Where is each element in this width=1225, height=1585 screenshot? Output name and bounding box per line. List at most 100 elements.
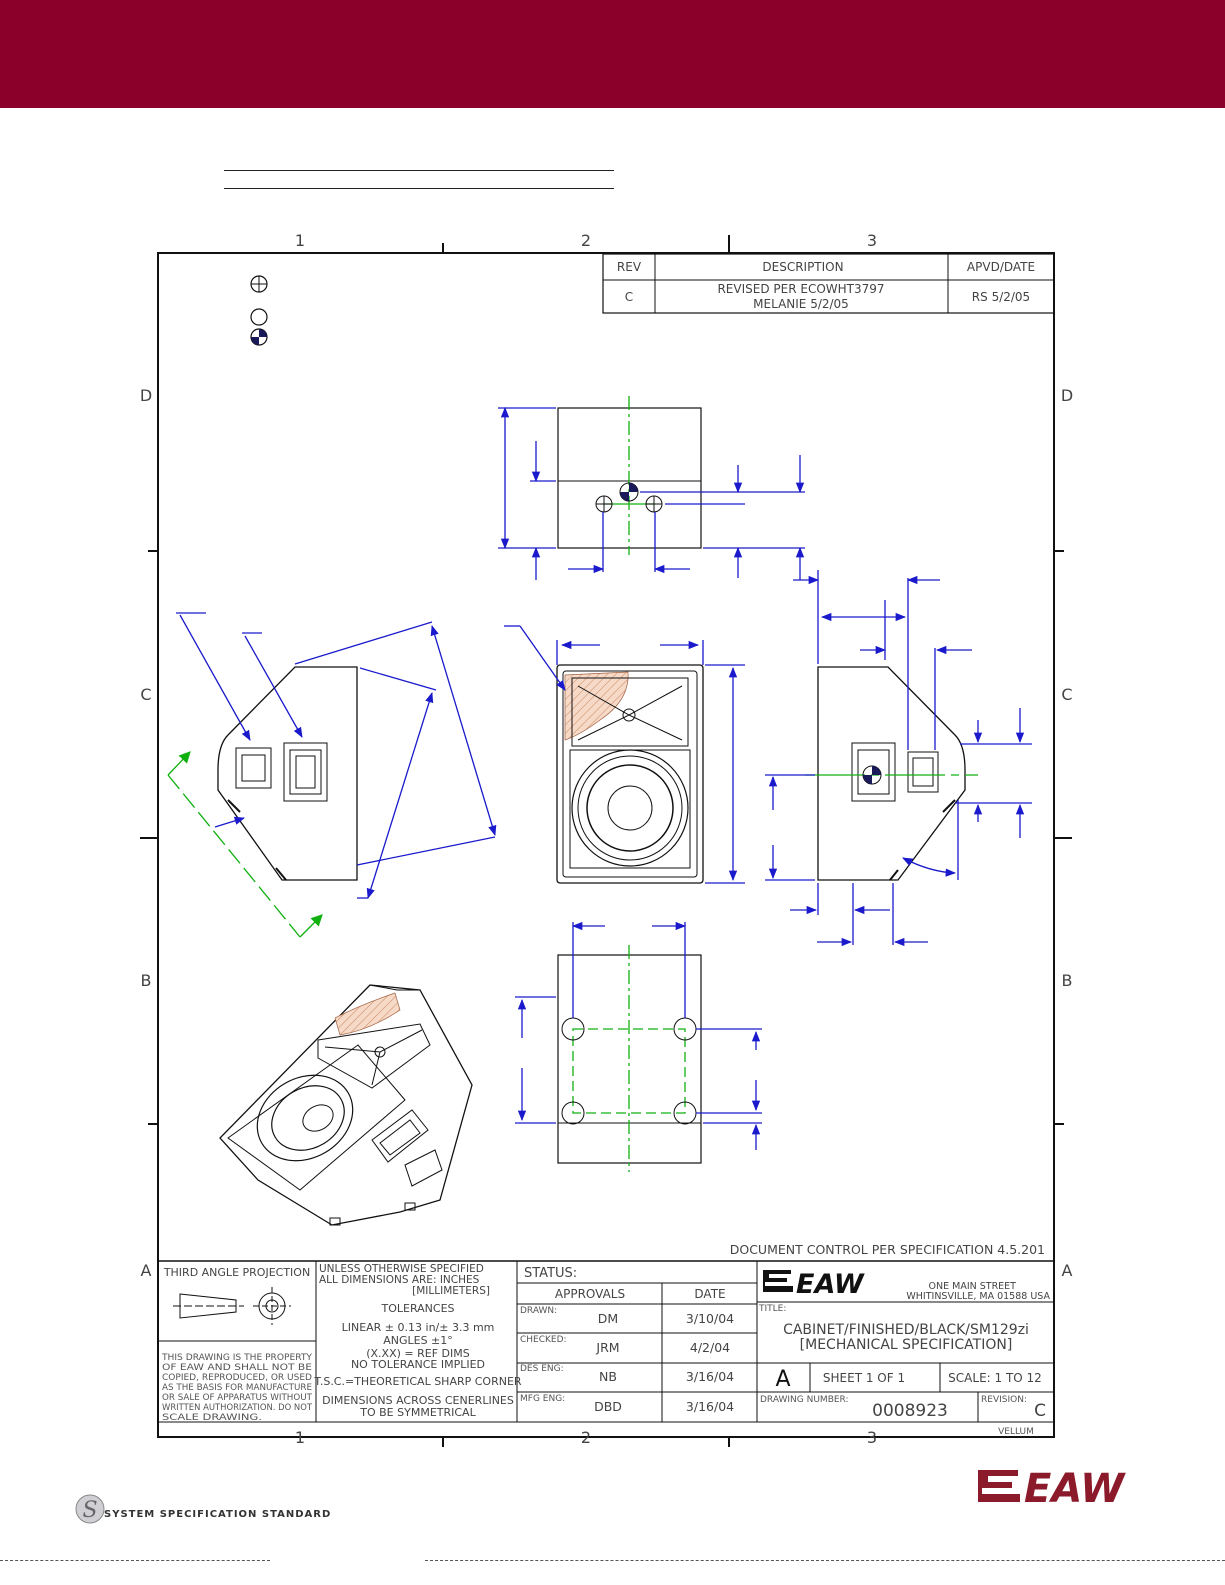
rev-header: REV <box>617 260 642 274</box>
top-view <box>557 396 702 555</box>
front-view <box>556 664 704 884</box>
title-block: THIRD ANGLE PROJECTION THIS DRAWING IS T… <box>158 1260 1054 1437</box>
drawing-number-label: DRAWING NUMBER: <box>760 1395 849 1405</box>
tolerance-none-implied: NO TOLERANCE IMPLIED <box>351 1358 485 1371</box>
document-control-note: DOCUMENT CONTROL PER SPECIFICATION 4.5.2… <box>730 1242 1045 1257</box>
date-header: DATE <box>694 1287 725 1301</box>
revision-value: C <box>1034 1401 1046 1421</box>
des-eng-date: 3/16/04 <box>686 1369 734 1384</box>
zone-ticks <box>140 235 1072 1447</box>
drawing-border <box>157 252 1055 1438</box>
projection-label: THIRD ANGLE PROJECTION <box>163 1266 310 1279</box>
bottom-view-dimensions <box>515 921 762 1150</box>
zone-row-c-right: C <box>1061 685 1072 704</box>
vellum-label: VELLUM <box>998 1427 1034 1437</box>
tolerance-linear: LINEAR ± 0.13 in/± 3.3 mm <box>342 1321 495 1334</box>
property-notice-line1: THIS DRAWING IS THE PROPERTY <box>161 1353 313 1363</box>
des-eng-name: NB <box>599 1369 617 1384</box>
zone-col-3-bottom: 3 <box>867 1428 877 1447</box>
status-label: STATUS: <box>524 1266 577 1281</box>
mfg-eng-name: DBD <box>594 1399 622 1414</box>
left-side-view <box>217 666 358 881</box>
title-label: TITLE: <box>758 1304 786 1314</box>
property-notice-line6: WRITTEN AUTHORIZATION. DO NOT <box>162 1403 312 1413</box>
des-eng-label: DES ENG: <box>520 1364 564 1374</box>
zone-row-c-left: C <box>140 685 151 704</box>
header-banner <box>0 0 1225 108</box>
title-underline-bottom <box>224 188 614 189</box>
zone-col-1-bottom: 1 <box>295 1428 305 1447</box>
center-of-gravity-icon <box>862 765 882 785</box>
units-line2: ALL DIMENSIONS ARE: INCHES <box>319 1274 480 1286</box>
zone-col-3-top: 3 <box>867 231 877 250</box>
zone-row-b-right: B <box>1062 971 1073 990</box>
property-notice-line4: AS THE BASIS FOR MANUFACTURE <box>162 1383 312 1393</box>
tolerance-ref-dims: (X.XX) = REF DIMS <box>366 1347 470 1360</box>
units-line1: UNLESS OTHERWISE SPECIFIED <box>319 1263 484 1275</box>
s3-logo-icon: S <box>75 1494 105 1524</box>
drawn-date: 3/10/04 <box>686 1311 734 1326</box>
mounting-point-icon <box>250 275 268 293</box>
left-side-view-dimensions <box>167 612 497 938</box>
foot-location-icon <box>250 308 268 326</box>
approvals-header: APPROVALS <box>555 1287 625 1301</box>
drawing-number: 0008923 <box>872 1401 948 1421</box>
property-notice-line7: SCALE DRAWING. <box>162 1413 262 1423</box>
symmetry-line1: DIMENSIONS ACROSS CENERLINES <box>322 1394 514 1407</box>
top-view-dimensions <box>498 406 805 580</box>
zone-labels: 1 2 3 1 2 3 D C B A D C B A <box>140 231 1073 1447</box>
property-notice-line2: OF EAW AND SHALL NOT BE <box>162 1363 312 1373</box>
center-of-gravity-icon <box>619 482 639 502</box>
revision-label: REVISION: <box>981 1395 1027 1405</box>
rev-approval: RS 5/2/05 <box>972 290 1030 304</box>
rev-description-line2: MELANIE 5/2/05 <box>753 297 849 311</box>
rev-description-line1: REVISED PER ECOWHT3797 <box>717 282 884 296</box>
tolerances-label: TOLERANCES <box>380 1302 454 1315</box>
drawing-size: A <box>775 1367 790 1392</box>
eaw-footer-logo-text: EAW <box>1024 1466 1126 1506</box>
right-side-view-dimensions <box>765 570 1032 947</box>
drawing-title-line2: [MECHANICAL SPECIFICATION] <box>800 1337 1013 1353</box>
rev-value: C <box>625 290 633 304</box>
bottom-view <box>557 945 702 1172</box>
property-notice-line5: OR SALE OF APPARATUS WITHOUT <box>162 1393 312 1403</box>
tolerance-tsc: T.S.C.=THEORETICAL SHARP CORNER <box>313 1375 521 1388</box>
mounting-point-icon <box>645 495 663 513</box>
property-notice-line3: COPIED, REPRODUCED, OR USED <box>162 1373 312 1383</box>
zone-row-b-left: B <box>141 971 152 990</box>
right-side-view <box>805 666 978 881</box>
mfg-eng-date: 3/16/04 <box>686 1399 734 1414</box>
zone-row-d-right: D <box>1061 386 1073 405</box>
units-line3: [MILLIMETERS] <box>412 1285 490 1297</box>
eaw-footer-logo: EAW <box>978 1466 1126 1506</box>
drawing-title-line1: CABINET/FINISHED/BLACK/SM129zi <box>783 1322 1029 1338</box>
symbol-legend <box>250 275 268 346</box>
drawn-name: DM <box>598 1311 618 1326</box>
footer-rule-right <box>425 1560 1225 1561</box>
zone-row-a-left: A <box>141 1261 152 1280</box>
company-address-line1: ONE MAIN STREET <box>929 1281 1017 1292</box>
mfg-eng-label: MFG ENG: <box>520 1394 565 1404</box>
zone-col-2-top: 2 <box>581 231 591 250</box>
symmetry-line2: TO BE SYMMETRICAL <box>359 1406 476 1419</box>
sheet-number: SHEET 1 OF 1 <box>823 1371 905 1385</box>
zone-col-2-bottom: 2 <box>581 1428 591 1447</box>
isometric-view <box>219 984 473 1226</box>
revision-table: REV DESCRIPTION APVD/DATE C REVISED PER … <box>602 253 1055 314</box>
footer-rule-left <box>0 1560 270 1561</box>
apvd-date-header: APVD/DATE <box>967 260 1035 274</box>
front-view-dimensions <box>504 625 745 884</box>
zone-row-a-right: A <box>1062 1261 1073 1280</box>
checked-label: CHECKED: <box>520 1335 567 1345</box>
drawing-scale: SCALE: 1 TO 12 <box>948 1371 1042 1385</box>
description-header: DESCRIPTION <box>762 260 843 274</box>
tolerance-angles: ANGLES ±1° <box>383 1334 453 1347</box>
company-address-line2: WHITINSVILLE, MA 01588 USA <box>906 1291 1050 1302</box>
zone-col-1-top: 1 <box>295 231 305 250</box>
drawn-label: DRAWN: <box>520 1306 557 1316</box>
center-of-gravity-icon <box>250 328 268 346</box>
checked-name: JRM <box>595 1340 619 1355</box>
eaw-logo: EAW <box>763 1269 865 1300</box>
zone-row-d-left: D <box>140 386 152 405</box>
third-angle-projection-icon <box>173 1287 291 1325</box>
